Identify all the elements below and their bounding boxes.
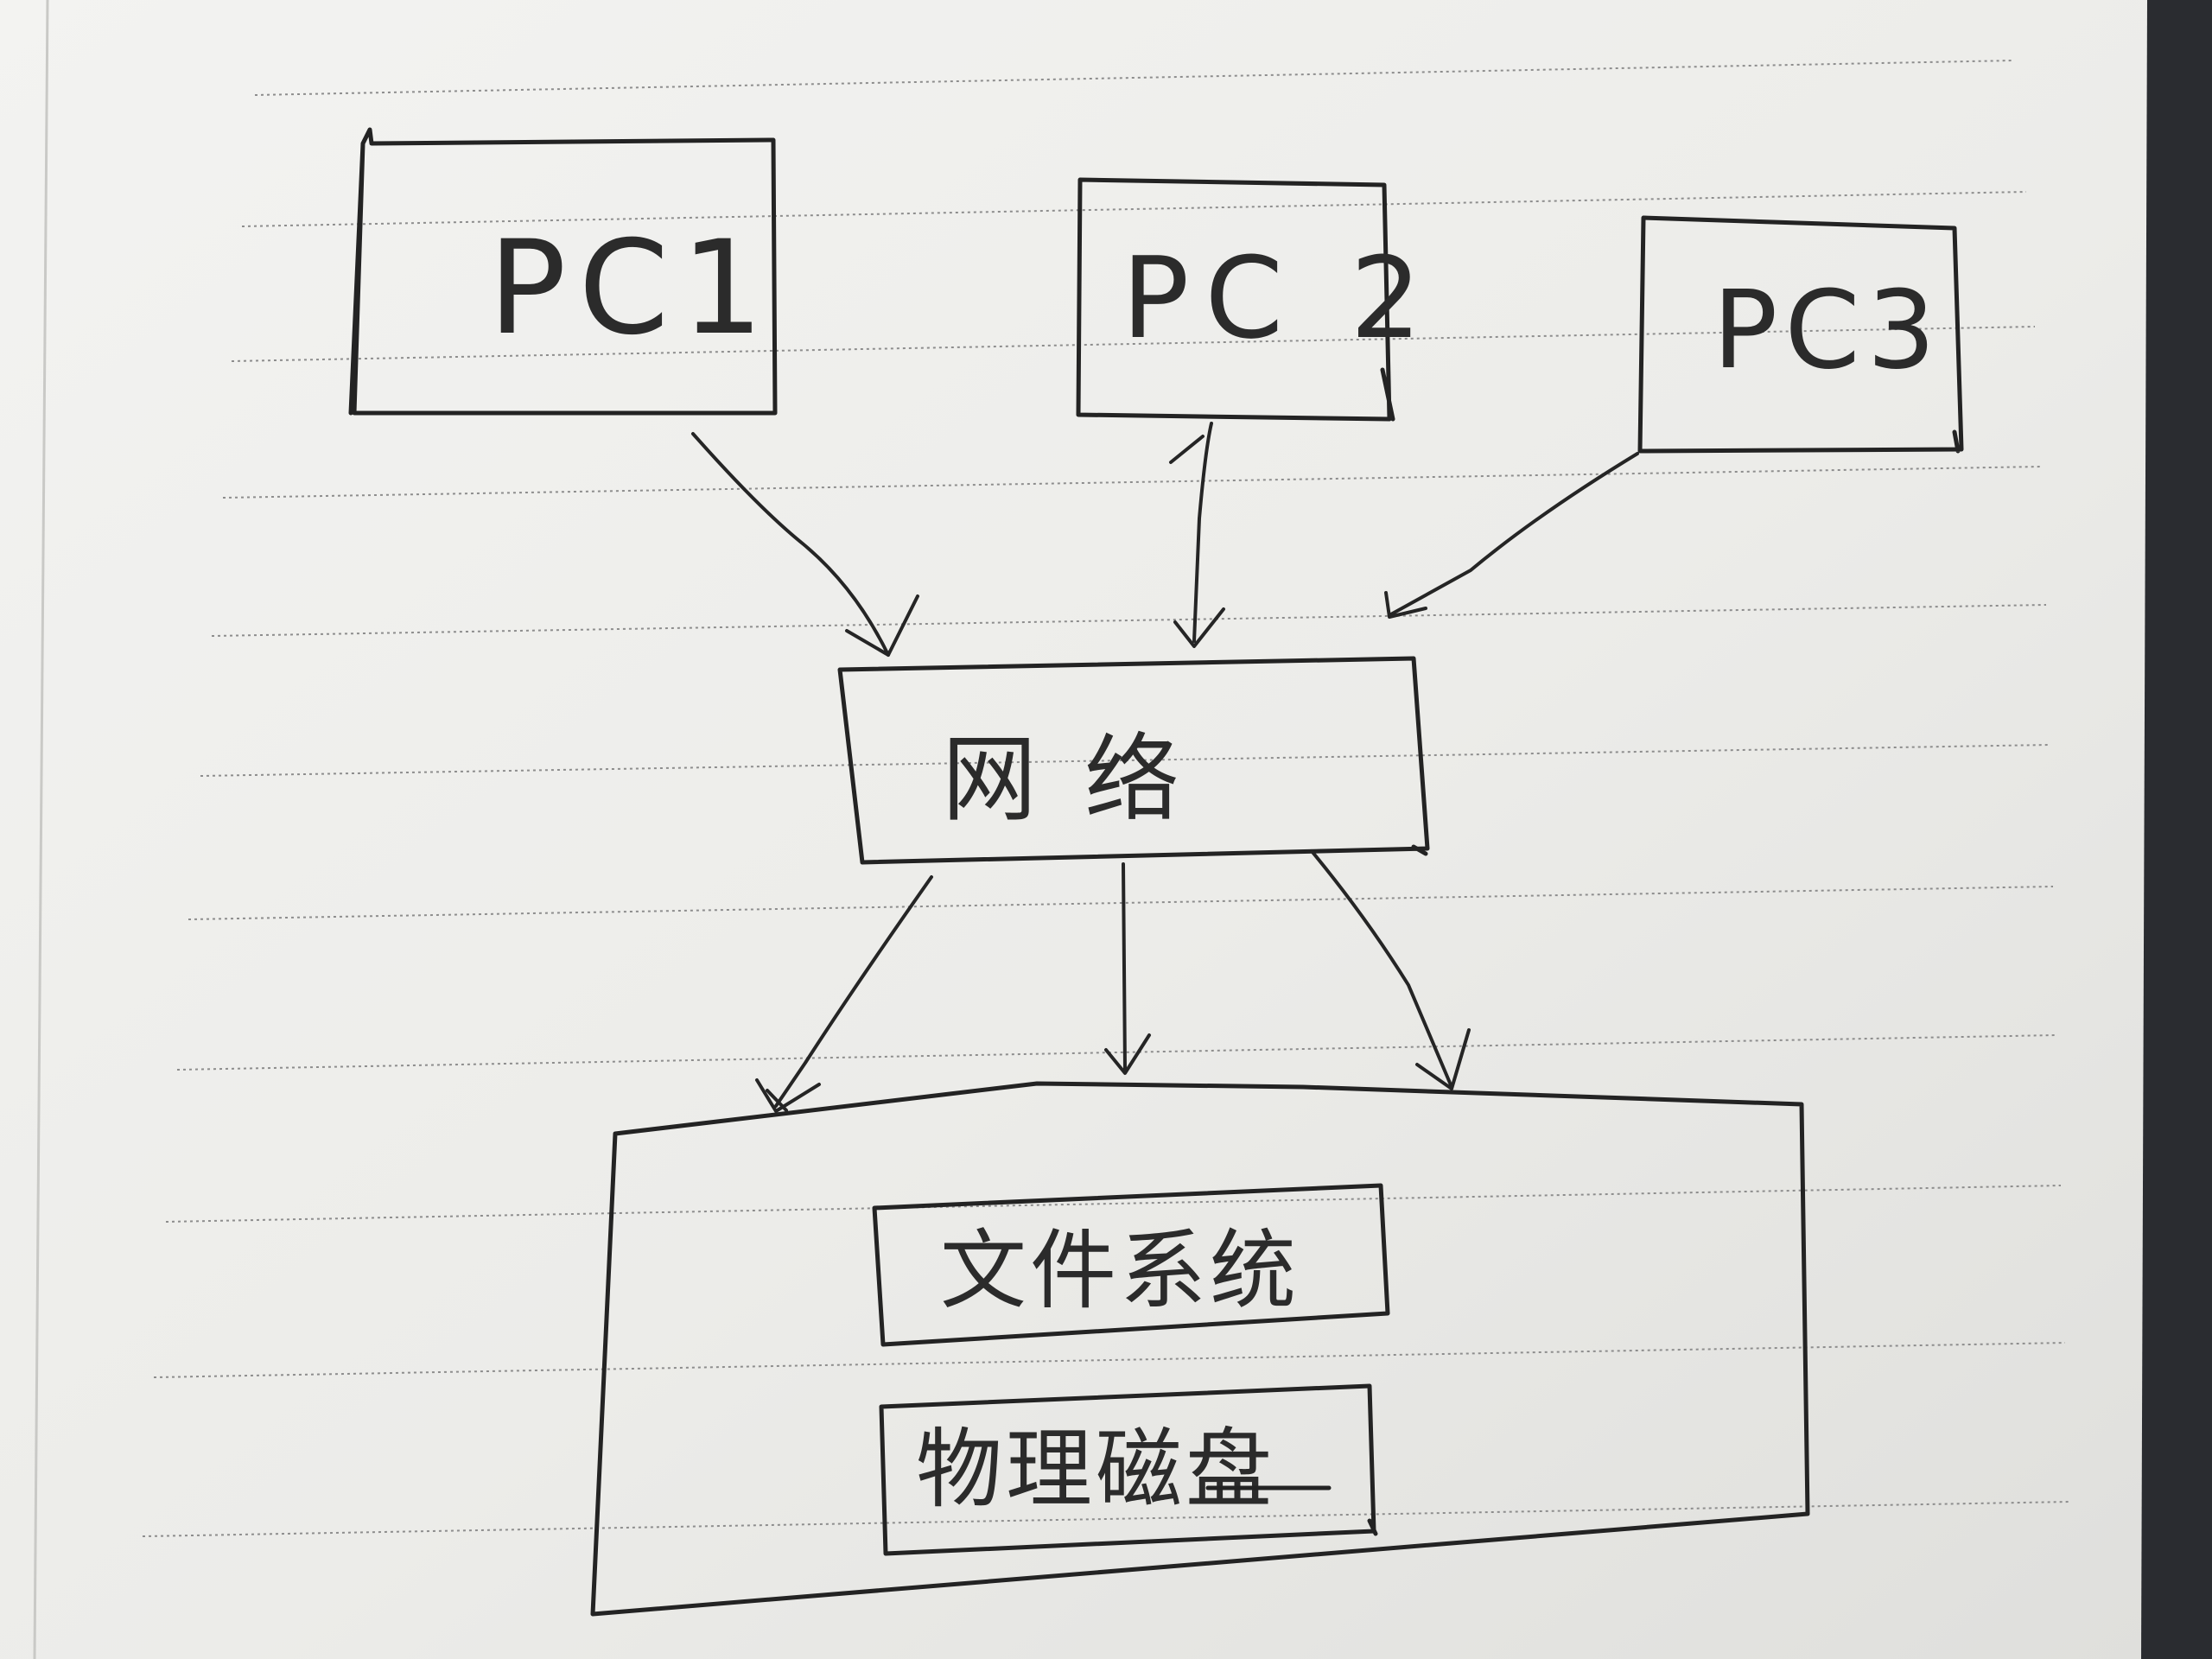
- paper-margin: [33, 0, 49, 1659]
- edge-pc2-network: [1169, 422, 1225, 648]
- edge-network-server-right: [1310, 849, 1471, 1090]
- node-pc1-label: PC1: [488, 213, 776, 364]
- node-pc3-label: PC3: [1713, 268, 1942, 393]
- edge-network-server-left: [755, 875, 933, 1113]
- node-disk: 物理磁盘: [879, 1383, 1378, 1556]
- node-disk-label: 物理磁盘: [916, 1419, 1275, 1520]
- node-pc2-label: PC 2: [1122, 232, 1437, 364]
- edge-network-server-middle: [1104, 862, 1151, 1075]
- edge-pc1-network: [691, 432, 919, 657]
- node-pc2: PC 2: [1076, 177, 1437, 422]
- edge-pc3-network: [1384, 452, 1639, 619]
- node-pc1: PC1: [348, 127, 778, 416]
- ruled-lines: [142, 60, 2070, 1537]
- node-network: 网 络: [837, 656, 1430, 865]
- node-filesystem: 文件系统: [872, 1183, 1390, 1347]
- node-network-label: 网 络: [942, 724, 1188, 835]
- node-pc3: PC3: [1637, 215, 1964, 454]
- node-filesystem-label: 文件系统: [940, 1220, 1300, 1321]
- node-server: [590, 1081, 1810, 1617]
